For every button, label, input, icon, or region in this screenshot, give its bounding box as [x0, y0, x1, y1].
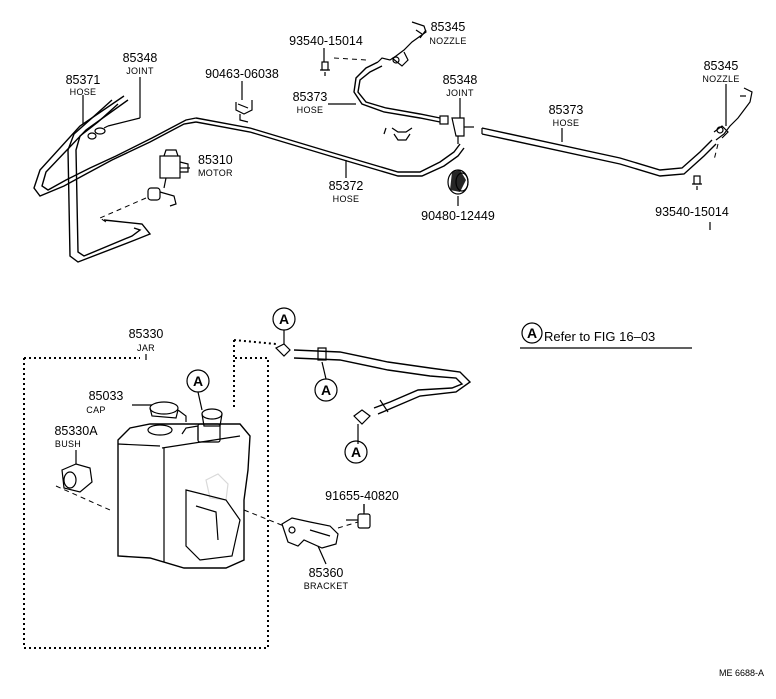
- label-93540-right: 93540-15014: [655, 205, 729, 219]
- nozzle-85345-right: [713, 87, 753, 141]
- clamp-upper: [274, 330, 291, 357]
- callout-a-jar: A: [186, 369, 210, 393]
- label-85033-number: 85033: [89, 389, 124, 403]
- label-85348-left-number: 85348: [123, 51, 158, 65]
- label-85371-name: HOSE: [70, 87, 97, 97]
- label-90480: 90480-12449: [421, 209, 495, 223]
- label-85348-right-name: JOINT: [446, 88, 474, 98]
- clamp-mid: [383, 127, 413, 141]
- grommet-90480: [447, 169, 469, 195]
- nozzle-85345-top: [377, 21, 427, 67]
- callout-a-upper: A: [272, 307, 296, 331]
- label-85360-name: BRACKET: [304, 581, 349, 591]
- callout-a-tube-label: A: [321, 382, 331, 398]
- hose-85372: [195, 117, 465, 177]
- label-85373-mid-name: HOSE: [297, 105, 324, 115]
- label-85348-left-name: JOINT: [126, 66, 154, 76]
- label-85360-number: 85360: [309, 566, 344, 580]
- screw-93540-top: [320, 61, 330, 76]
- bush-85330a: [55, 463, 111, 511]
- cap-85033: [149, 401, 187, 422]
- reference-note: A Refer to FIG 16–03: [520, 322, 692, 349]
- label-85310-name: MOTOR: [198, 168, 233, 178]
- label-85310-number: 85310: [198, 153, 233, 167]
- callout-a-lower: A: [344, 440, 368, 464]
- label-85330-name: JAR: [137, 343, 155, 353]
- hose-85373-mid: [353, 61, 449, 125]
- filler-neck: [201, 408, 223, 427]
- label-85345-right-name: NOZZLE: [702, 74, 739, 84]
- reference-a-label: A: [527, 325, 537, 341]
- callout-a-lower-label: A: [351, 444, 361, 460]
- joint-85348-right: [451, 104, 474, 144]
- callout-a-tube: A: [314, 361, 338, 402]
- label-85345-top-number: 85345: [431, 20, 466, 34]
- jar-group-box: [23, 339, 277, 649]
- label-85348-right-number: 85348: [443, 73, 478, 87]
- label-90463: 90463-06038: [205, 67, 279, 81]
- label-85330a-name: BUSH: [55, 439, 81, 449]
- label-85373-right-name: HOSE: [553, 118, 580, 128]
- clamp-lower: [353, 409, 371, 444]
- bracket-85360: [243, 509, 359, 549]
- label-85371-number: 85371: [66, 73, 101, 87]
- label-85330-number: 85330: [129, 327, 164, 341]
- label-85033-name: CAP: [86, 405, 105, 415]
- jar-85330: [117, 423, 251, 569]
- label-91655: 91655-40820: [325, 489, 399, 503]
- motor-85310: [147, 149, 189, 207]
- clamp-90463: [235, 100, 253, 123]
- label-93540-top: 93540-15014: [289, 34, 363, 48]
- label-85345-right-number: 85345: [704, 59, 739, 73]
- label-85345-top-name: NOZZLE: [429, 36, 466, 46]
- label-85372-number: 85372: [329, 179, 364, 193]
- hose-85373-right: [481, 127, 717, 177]
- leader-lines: [75, 29, 727, 565]
- label-85373-mid-number: 85373: [293, 90, 328, 104]
- joint-85348-left: [87, 125, 109, 140]
- reference-text: Refer to FIG 16–03: [544, 329, 655, 344]
- label-85372-name: HOSE: [333, 194, 360, 204]
- washer-tube: [293, 347, 472, 415]
- hose-85371: [33, 95, 197, 263]
- callout-a-upper-label: A: [279, 311, 289, 327]
- drawing-code: ME 6688-A: [719, 668, 764, 678]
- callout-a-jar-label: A: [193, 373, 203, 389]
- screw-93540-right: [692, 175, 702, 190]
- label-85330a-number: 85330A: [54, 424, 98, 438]
- label-85373-right-number: 85373: [549, 103, 584, 117]
